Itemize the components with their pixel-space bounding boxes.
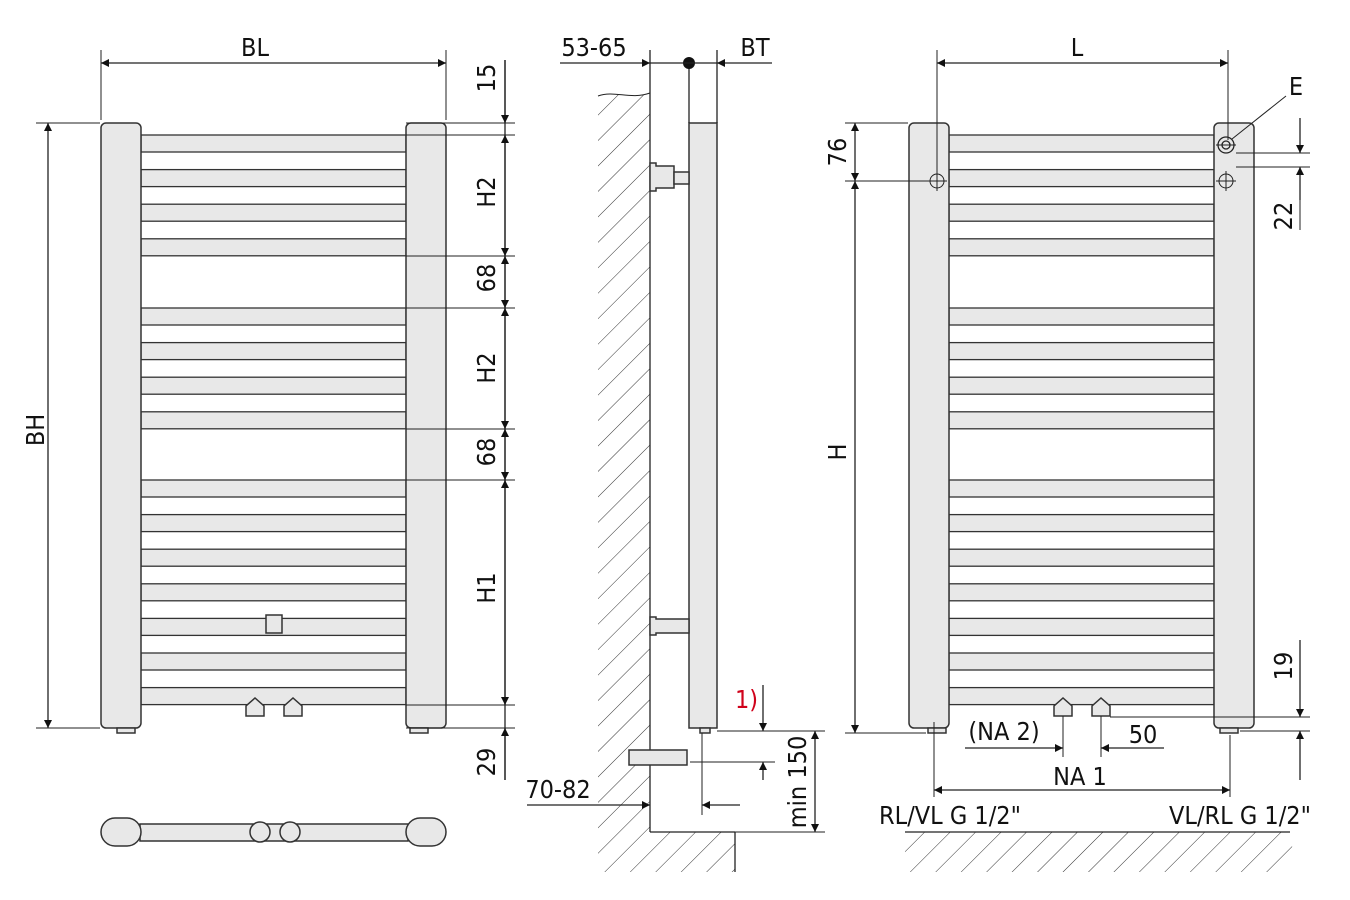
- heating-bar: [948, 548, 1215, 567]
- heating-bar: [948, 617, 1215, 637]
- heating-bar: [140, 513, 407, 533]
- footnote-marker: 1): [735, 685, 758, 714]
- heating-bar: [140, 168, 407, 188]
- heating-bar: [948, 686, 1215, 706]
- rear-view: E L 76 H 22 19 (NA 2) 50: [823, 33, 1311, 872]
- heating-bar: [140, 479, 407, 498]
- wall-distance-bottom: 70-82: [525, 775, 590, 804]
- dim-76: 76: [823, 138, 852, 167]
- wall-bracket: [649, 616, 690, 636]
- vent-label-e: E: [1289, 72, 1303, 101]
- heating-bar: [948, 583, 1215, 602]
- left-column: [908, 122, 950, 729]
- na2-label: (NA 2): [968, 717, 1039, 746]
- right-column: [405, 122, 447, 729]
- left-column: [100, 122, 142, 729]
- heating-bar: [140, 548, 407, 567]
- heating-bar: [140, 411, 407, 430]
- valve-body: [628, 749, 688, 766]
- height-label-bh: BH: [21, 414, 50, 446]
- heating-bar: [948, 238, 1215, 257]
- heating-element-socket: [265, 614, 283, 634]
- front-dim-label: 29: [472, 748, 501, 777]
- valve-connection: [245, 696, 265, 717]
- top-view: [100, 817, 447, 847]
- heating-bar: [948, 134, 1215, 153]
- heating-bar: [948, 411, 1215, 430]
- width-label-l: L: [1071, 33, 1084, 62]
- column-foot: [409, 727, 429, 734]
- heating-bar: [140, 652, 407, 671]
- front-dim-label: 68: [472, 264, 501, 293]
- mounting-point: [927, 171, 1236, 191]
- heating-bar: [140, 686, 407, 706]
- height-label-h: H: [823, 444, 852, 461]
- heating-bar: [948, 652, 1215, 671]
- heating-bar: [948, 341, 1215, 361]
- front-dim-label: H1: [472, 572, 501, 603]
- wall-distance-top: 53-65: [561, 33, 626, 62]
- dim-19: 19: [1269, 652, 1298, 681]
- vent-icon: [1216, 136, 1236, 154]
- heating-bar: [140, 583, 407, 602]
- left-connection-label: RL/VL G 1/2": [879, 801, 1021, 830]
- heating-bar: [948, 168, 1215, 188]
- depth-label-bt: BT: [740, 33, 769, 62]
- na1-label: NA 1: [1053, 762, 1107, 791]
- heating-bar: [140, 341, 407, 361]
- heating-bar: [140, 203, 407, 222]
- right-column: [1213, 122, 1255, 729]
- heating-bar: [140, 134, 407, 153]
- radiator-side: [688, 122, 718, 729]
- front-dim-label: H2: [472, 352, 501, 383]
- valve-connection: [1091, 696, 1111, 717]
- floor-clearance: min 150: [783, 736, 812, 828]
- right-connection-label: VL/RL G 1/2": [1169, 801, 1311, 830]
- column-foot: [116, 727, 136, 734]
- heating-bar: [140, 376, 407, 395]
- front-dim-label: H2: [472, 176, 501, 207]
- front-dim-label: 68: [472, 438, 501, 467]
- heating-bar: [140, 307, 407, 326]
- heating-bar: [948, 203, 1215, 222]
- side-view: 53-65 BT 1) min 150 70-82: [525, 33, 825, 872]
- wall-bracket: [649, 162, 675, 192]
- heating-bar: [948, 479, 1215, 498]
- heating-bar: [948, 376, 1215, 395]
- heating-bar: [140, 238, 407, 257]
- na2-spacing: 50: [1129, 720, 1158, 749]
- valve-connection: [283, 696, 303, 717]
- valve-connection: [1053, 696, 1073, 717]
- dim-22: 22: [1269, 202, 1298, 231]
- heating-bar: [948, 307, 1215, 326]
- heating-bar: [948, 513, 1215, 533]
- front-dim-label: 15: [472, 64, 501, 93]
- width-label-bl: BL: [241, 33, 269, 62]
